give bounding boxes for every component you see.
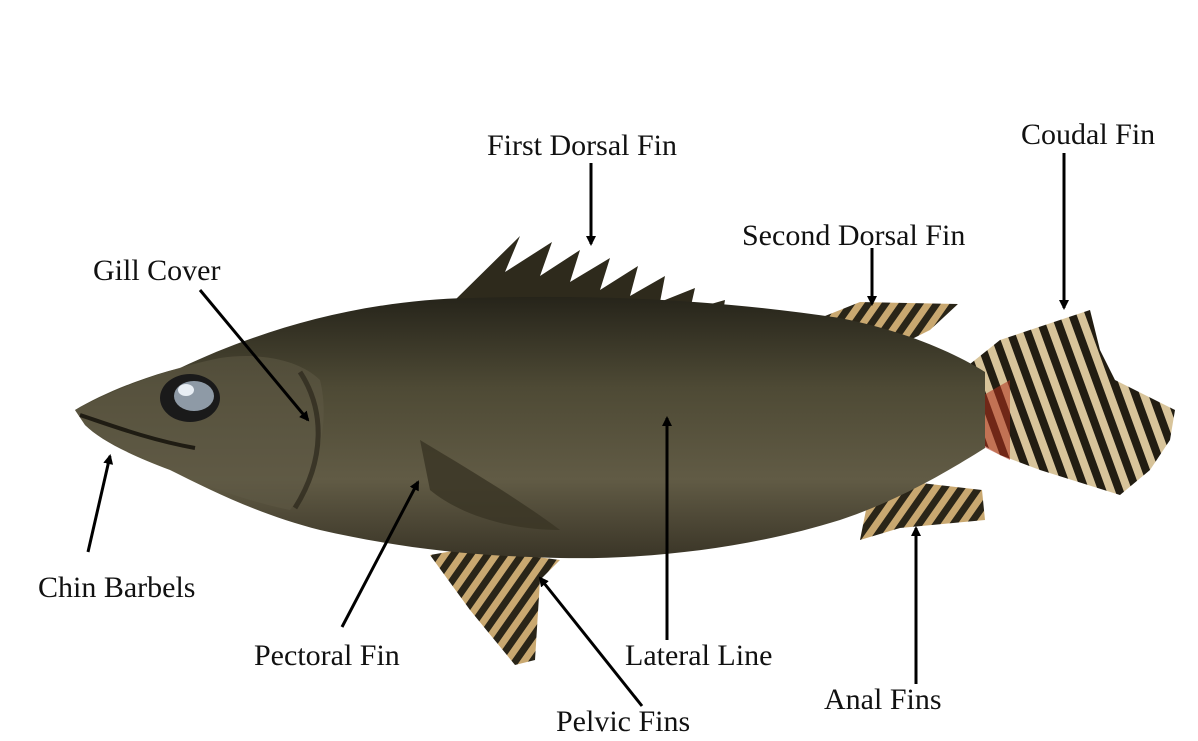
pectoral-fin-label: Pectoral Fin: [254, 641, 400, 671]
chin-barbels-arrow: [88, 456, 110, 552]
lateral-line-label: Lateral Line: [625, 641, 772, 671]
coudal-fin-label: Coudal Fin: [1021, 120, 1155, 150]
gill-cover-label: Gill Cover: [93, 256, 221, 286]
second-dorsal-fin-label: Second Dorsal Fin: [742, 221, 965, 251]
anal-fins-label: Anal Fins: [824, 685, 942, 715]
first-dorsal-fin-label: First Dorsal Fin: [487, 131, 677, 161]
pelvic-fins-label: Pelvic Fins: [556, 707, 690, 737]
chin-barbels-label: Chin Barbels: [38, 573, 196, 603]
pelvic-fin-shape: [430, 548, 560, 665]
